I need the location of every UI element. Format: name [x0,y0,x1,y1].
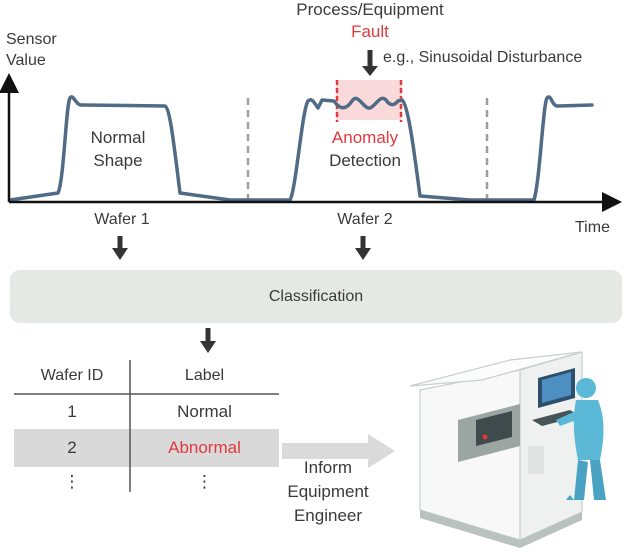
row1-label: Normal [177,402,232,421]
inform-line2: Equipment [287,482,369,501]
process-equipment-label: Process/Equipment [296,0,444,19]
wafer2-label: Wafer 2 [337,211,393,228]
row1-wafer-id: 1 [67,402,77,421]
row2-label: Abnormal [168,438,241,457]
anomaly-label: Anomaly [331,128,399,147]
normal-shape-line1: Normal [90,128,146,147]
classification-box: Classification [10,270,622,323]
example-disturbance-label: e.g., Sinusoidal Disturbance [383,49,583,66]
inform-line3: Engineer [293,506,363,525]
table-header-label: Label [184,367,225,384]
fault-arrow-head [362,66,378,76]
fault-highlight-region [336,80,402,120]
table-header-wafer-id: Wafer ID [40,367,104,384]
row3-wafer-id: ⋮ [63,472,81,491]
engineer-illustration [556,378,606,500]
classification-arrow-head [200,341,216,353]
row2-wafer-id: 2 [67,438,77,457]
wafer1-label: Wafer 1 [94,211,150,228]
inform-line1: Inform [303,458,353,477]
wafer2-arrow-head [355,248,371,260]
sensor-signal-line [8,95,594,202]
y-axis-label-line2: Value [6,52,46,69]
wafer1-arrow-head [112,248,128,260]
highlight-row-bg [14,429,279,467]
classification-label: Classification [268,287,364,305]
detection-label: Detection [329,151,401,170]
row3-label: ⋮ [196,472,213,491]
inform-arrow [282,434,395,468]
normal-shape-line2: Shape [93,151,143,170]
x-axis-label: Time [575,219,610,236]
y-axis-label-line1: Sensor [6,31,57,48]
fault-label: Fault [351,22,389,41]
semiconductor-equipment-illustration [409,351,583,548]
